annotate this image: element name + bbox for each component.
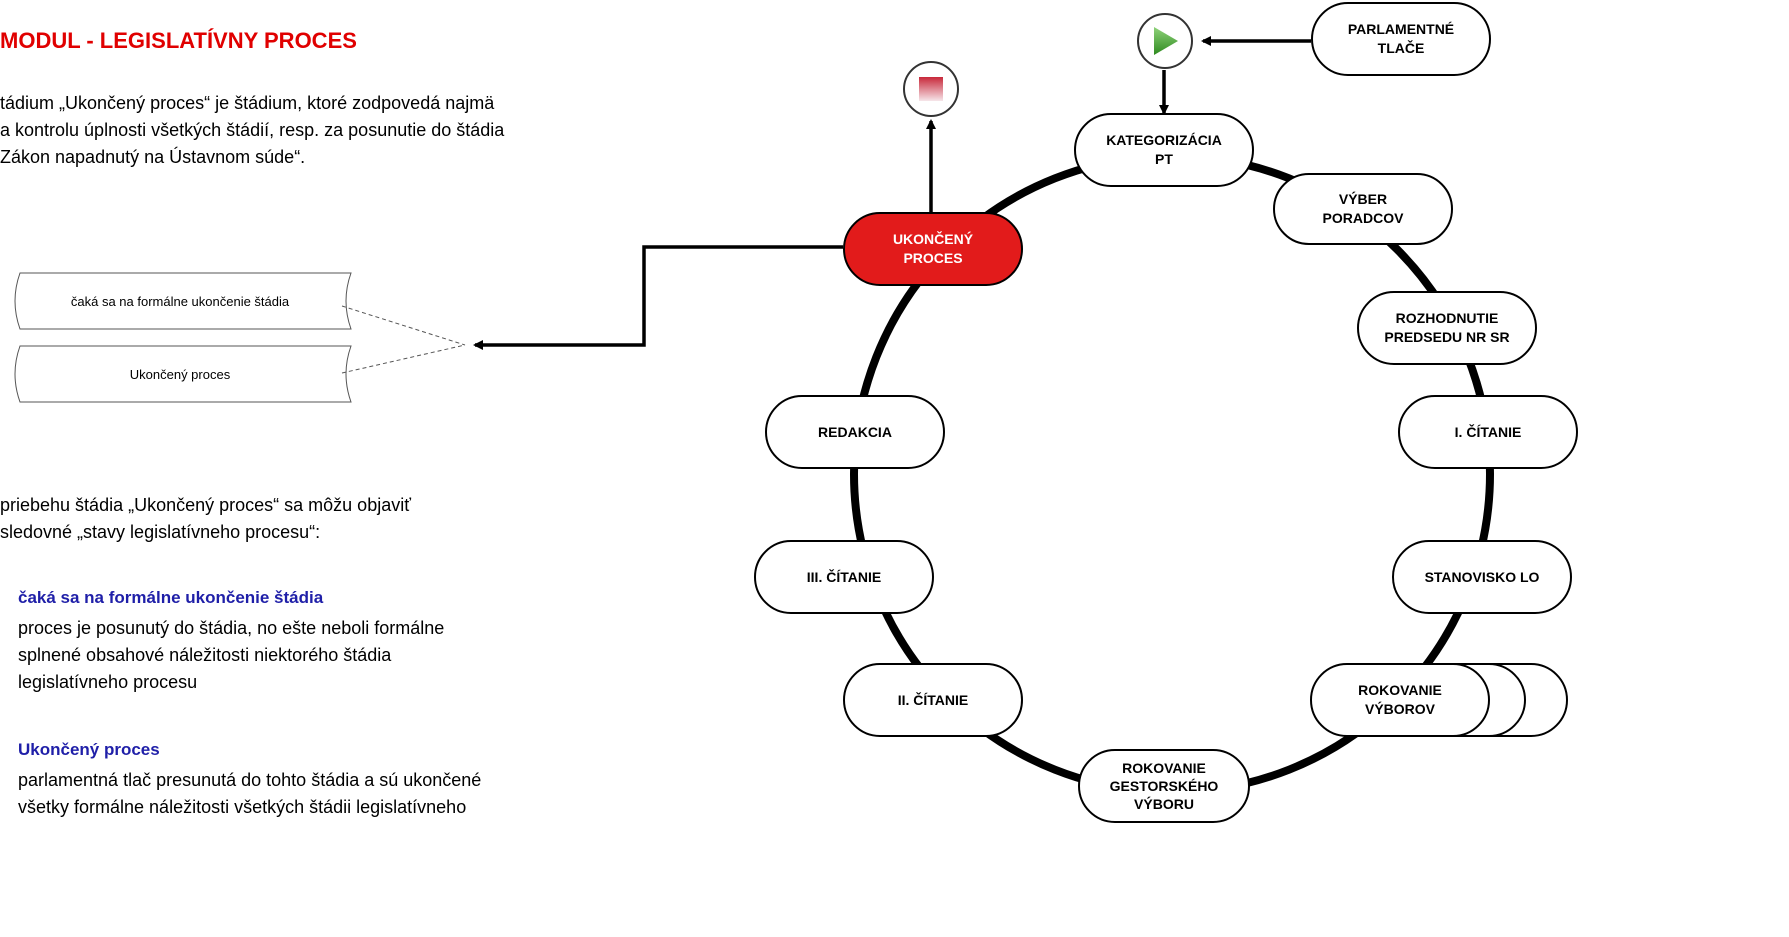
stage-label: REDAKCIA [818,423,892,440]
stage-rokovanie-gestorskeho[interactable]: ROKOVANIE GESTORSKÉHO VÝBORU [1078,749,1250,823]
stage-label: ROZHODNUTIE PREDSEDU NR SR [1384,310,1510,345]
stage-label: II. ČÍTANIE [897,691,969,708]
stage-rozhodnutie-predsedu[interactable]: ROZHODNUTIE PREDSEDU NR SR [1357,291,1537,365]
status-desc-finished: parlamentná tlač presunutá do tohto štád… [18,767,481,821]
statuses-intro-line: sledovné „stavy legislatívneho procesu“: [0,522,321,542]
state-box-waiting: čaká sa na formálne ukončenie štádia [8,272,352,330]
stage-label: ROKOVANIE VÝBOROV [1358,682,1442,717]
stage-ii-citanie[interactable]: II. ČÍTANIE [843,663,1023,737]
stage-label: I. ČÍTANIE [1454,423,1522,440]
stage-ukonceny-proces[interactable]: UKONČENÝ PROCES [843,212,1023,286]
status-desc-waiting: proces je posunutý do štádia, no ešte ne… [18,615,444,696]
stage-label: STANOVISKO LO [1424,568,1540,585]
stage-label: PARLAMENTNÉ TLAČE [1347,21,1455,56]
stage-redakcia[interactable]: REDAKCIA [765,395,945,469]
state-box-shape [14,272,352,330]
play-icon[interactable] [1137,13,1193,69]
status-desc-line: proces je posunutý do štádia, no ešte ne… [18,618,445,638]
stage-kategorizacia[interactable]: KATEGORIZÁCIA PT [1074,113,1254,187]
status-heading-waiting: čaká sa na formálne ukončenie štádia [18,588,324,607]
stage-i-citanie[interactable]: I. ČÍTANIE [1398,395,1578,469]
stage-vyber-poradcov[interactable]: VÝBER PORADCOV [1273,173,1453,245]
statuses-intro: priebehu štádia „Ukončený proces“ sa môž… [0,492,411,546]
intro-line: a kontrolu úplnosti všetkých štádií, res… [0,120,505,140]
stop-square [919,77,943,101]
statuses-intro-line: priebehu štádia „Ukončený proces“ sa môž… [0,495,411,515]
stage-parlamentne-tlace[interactable]: PARLAMENTNÉ TLAČE [1311,2,1491,76]
status-desc-line: parlamentná tlač presunutá do tohto štád… [18,770,482,790]
stage-label: ROKOVANIE GESTORSKÉHO VÝBORU [1109,760,1219,812]
state-box-label: Ukončený proces [129,366,231,382]
play-triangle [1154,27,1178,55]
status-heading-finished: Ukončený proces [18,740,160,759]
state-box-finished: Ukončený proces [8,345,352,403]
stage-label: III. ČÍTANIE [806,568,882,585]
stage-label: KATEGORIZÁCIA PT [1106,132,1222,167]
status-desc-line: všetky formálne náležitosti všetkých štá… [18,797,467,817]
stage-rokovanie-vyborov[interactable]: ROKOVANIE VÝBOROV [1310,663,1490,737]
state-box-label: čaká sa na formálne ukončenie štádia [70,293,290,309]
intro-line: Zákon napadnutý na Ústavnom súde“. [0,147,306,167]
intro-line: tádium „Ukončený proces“ je štádium, kto… [0,93,495,113]
dashed-connector [341,305,466,346]
intro-text: tádium „Ukončený proces“ je štádium, kto… [0,90,504,171]
dashed-connector [341,344,466,374]
stop-icon[interactable] [903,61,959,117]
status-desc-line: splnené obsahové náležitosti niektorého … [18,645,392,665]
stage-label: VÝBER PORADCOV [1322,191,1404,226]
status-desc-line: legislatívneho procesu [18,672,198,692]
state-box-shape [14,345,352,403]
stage-label: UKONČENÝ PROCES [892,231,974,266]
page-title: MODUL - LEGISLATÍVNY PROCES [0,28,357,53]
stage-iii-citanie[interactable]: III. ČÍTANIE [754,540,934,614]
state-connector-arrow [473,245,843,350]
stage-stanovisko-lo[interactable]: STANOVISKO LO [1392,540,1572,614]
